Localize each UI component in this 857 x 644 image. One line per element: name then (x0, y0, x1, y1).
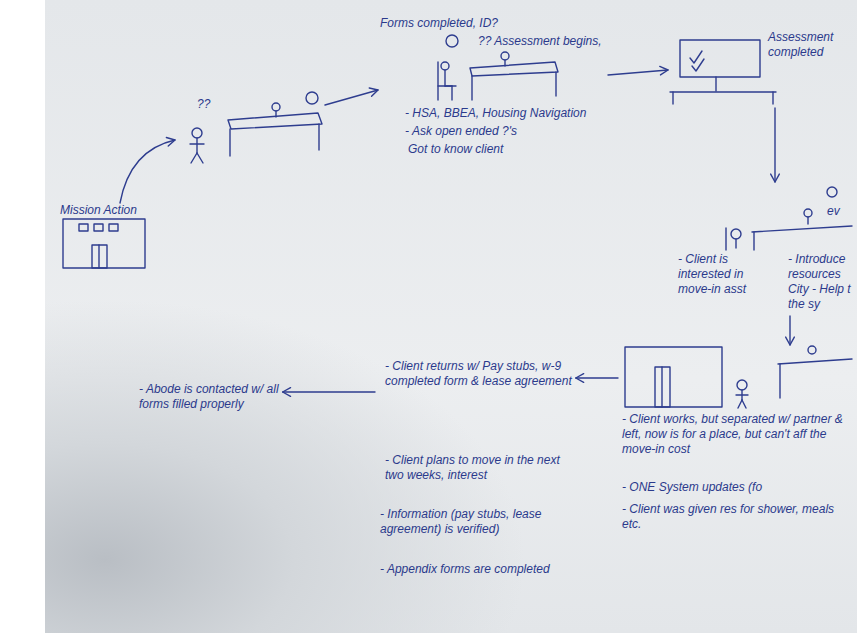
flow-arrow (771, 108, 780, 182)
arrow-head (660, 66, 668, 75)
scene-group: Mission Action (58, 203, 150, 271)
handwritten-note: - Information (pay stubs, lease agreemen… (380, 507, 575, 537)
follow-up-desk-sketch (726, 187, 852, 250)
scene-group: Assessment completed (668, 28, 852, 108)
handwritten-note: - Abode is contacted w/ all forms filled… (139, 382, 289, 412)
handwritten-note: Mission Action (60, 203, 150, 218)
handwritten-note: ?? (197, 97, 227, 112)
office-door-sketch (625, 346, 852, 408)
handwritten-note: Assessment completed (768, 30, 850, 60)
flow-arrow (608, 66, 668, 75)
scene-group: - Abode is contacted w/ all forms filled… (135, 378, 283, 418)
handwritten-note: - HSA, BBEA, Housing Navigation (405, 106, 610, 121)
first-visit-sketch (190, 92, 322, 163)
arrow-line (576, 377, 618, 378)
arrow-line (325, 90, 378, 105)
arrow-head (166, 138, 175, 146)
handwritten-note: Forms completed, ID? (380, 16, 520, 31)
handwritten-note: - Client plans to move in the next two w… (385, 453, 575, 483)
handwritten-note: - Appendix forms are completed (380, 562, 575, 577)
handwritten-note: ev (827, 204, 851, 219)
arrow-line (789, 316, 790, 345)
arrow-line (774, 108, 775, 182)
arrow-line (283, 391, 375, 392)
flow-arrow (576, 374, 618, 383)
arrow-head (771, 174, 780, 182)
building-sketch (63, 219, 145, 268)
arrow-head (283, 388, 291, 397)
scene-group: - Client returns w/ Pay stubs, w-9 compl… (375, 355, 576, 581)
handwritten-note: ?? Assessment begins, (478, 34, 618, 49)
scene-group: ev - Client is interested in move-in asst… (675, 182, 855, 316)
arrow-head (369, 88, 378, 96)
flow-arrow (120, 138, 175, 203)
flow-arrow (283, 388, 375, 397)
handwritten-note: - Ask open ended ?'s (405, 124, 610, 139)
handwritten-note: - Introduce resources City - Help t the … (788, 252, 852, 312)
scene-group: ?? (175, 95, 325, 160)
handwritten-note: - ONE System updates (fo (622, 480, 854, 495)
flow-arrow (325, 88, 378, 105)
flow-arrow (786, 316, 795, 345)
scene-group: Forms completed, ID??? Assessment begins… (378, 14, 608, 184)
handwritten-note: - Client returns w/ Pay stubs, w-9 compl… (385, 359, 575, 389)
handwritten-note: Got to know client (408, 142, 613, 157)
arrow-line (608, 70, 668, 75)
monitor-sketch (670, 40, 776, 104)
handwritten-note: - Client works, but separated w/ partner… (622, 412, 854, 457)
arrow-line (120, 140, 175, 203)
paper-ground (45, 0, 857, 633)
scene-group: - Client works, but separated w/ partner… (618, 345, 852, 536)
handwritten-note: - Client was given res for shower, meals… (622, 502, 854, 532)
arrow-head (786, 337, 795, 345)
handwritten-note: - Client is interested in move-in asst (678, 252, 760, 297)
arrow-head (576, 374, 584, 383)
